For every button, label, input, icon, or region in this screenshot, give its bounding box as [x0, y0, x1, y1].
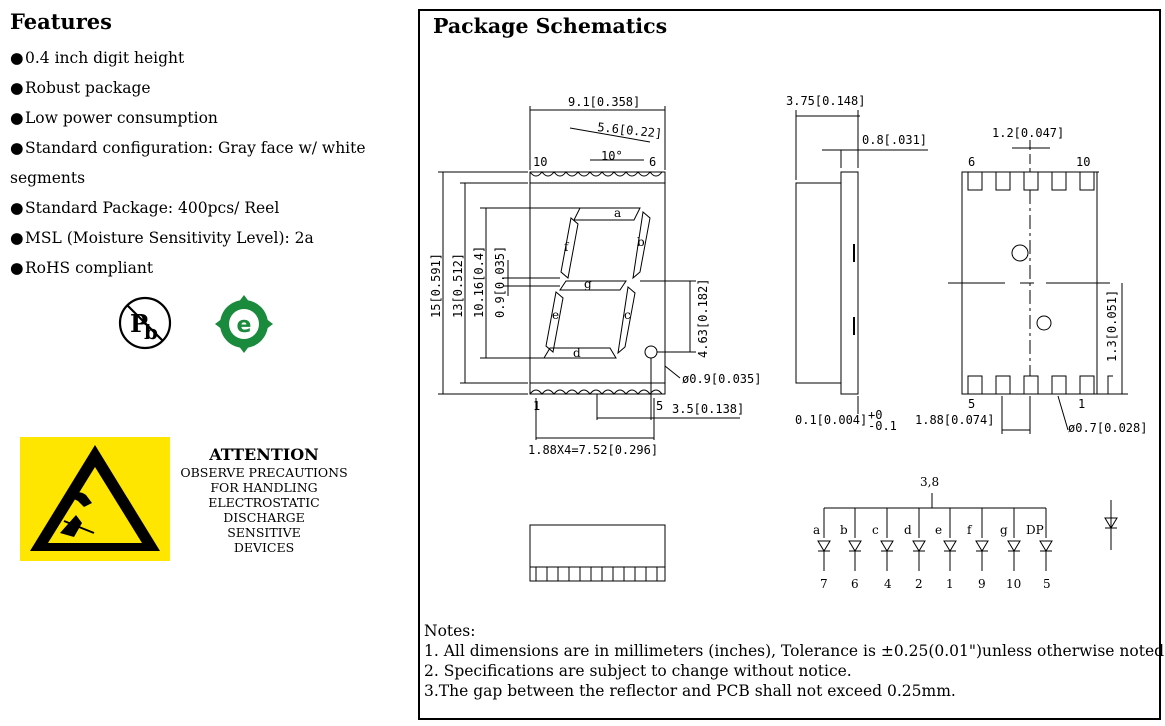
dim-height-body: 13[0.512]: [451, 253, 465, 318]
front-view: [438, 106, 740, 440]
segment-label: d: [573, 346, 581, 360]
segment-label: e: [552, 308, 559, 322]
dim-dp-dia: ø0.9[0.035]: [682, 372, 761, 386]
dim-angle: 10°: [601, 149, 623, 163]
feature-item: ●Low power consumption: [10, 109, 218, 127]
dim-width: 9.1[0.358]: [568, 95, 640, 109]
features-list: ●0.4 inch digit height ●Robust package ●…: [10, 43, 400, 283]
dim-pitch: 1.88[0.074]: [915, 413, 994, 427]
attention-notice: ATTENTION OBSERVE PRECAUTIONS FOR HANDLI…: [178, 445, 350, 555]
dim-standoff: 0.1[0.004]: [795, 413, 867, 427]
feature-item: ●RoHS compliant: [10, 259, 154, 277]
circuit-pin: 4: [884, 577, 892, 591]
feature-item: ●MSL (Moisture Sensitivity Level): 2a: [10, 229, 314, 247]
circuit-diagram: [817, 493, 1118, 571]
back-pin-label: 10: [1076, 155, 1090, 169]
svg-text:P: P: [130, 309, 148, 338]
dim-depth: 3.75[0.148]: [786, 94, 865, 108]
attention-title: ATTENTION: [209, 445, 319, 464]
circuit-anode: c: [872, 523, 879, 537]
feature-item-continued: segments: [10, 169, 86, 187]
circuit-pin: 5: [1043, 577, 1051, 591]
segment-label: c: [624, 308, 631, 322]
package-schematics-panel: [418, 9, 1161, 720]
circuit-anode: e: [935, 523, 942, 537]
circuit-pin: 6: [851, 577, 859, 591]
back-pin-label: 1: [1078, 397, 1085, 411]
attention-line: SENSITIVE: [227, 525, 301, 540]
package-schematics-title: Package Schematics: [433, 14, 668, 38]
attention-line: OBSERVE PRECAUTIONS: [180, 465, 348, 480]
segment-label: b: [637, 235, 645, 249]
circuit-anode: d: [904, 523, 912, 537]
circuit-anode: f: [967, 523, 973, 537]
feature-item: ●Robust package: [10, 79, 151, 97]
circuit-pin: 1: [946, 577, 954, 591]
circuit-anode: b: [840, 523, 848, 537]
circuit-anode: a: [813, 523, 820, 537]
dim-pad: 1.2[0.047]: [992, 126, 1064, 140]
front-pin-label: 1: [533, 399, 540, 413]
segment-label: g: [584, 277, 592, 291]
back-view: [948, 140, 1128, 434]
dim-height-total: 15[0.591]: [429, 253, 443, 318]
dim-slant: 5.6[0.22]: [597, 120, 663, 141]
dim-digit-height: 10.16[0.4]: [472, 246, 486, 318]
dim-dp-x: 3.5[0.138]: [672, 402, 744, 416]
front-pin-label: 5: [656, 399, 663, 413]
front-pin-label: 6: [649, 155, 656, 169]
front-pin-label: 10: [533, 155, 547, 169]
dim-lead: 0.8[.031]: [862, 133, 927, 147]
circuit-pin: 9: [978, 577, 986, 591]
dim-hole: ø0.7[0.028]: [1068, 421, 1147, 435]
pb-free-icon: P b: [118, 296, 172, 350]
features-title: Features: [10, 9, 112, 34]
attention-line: DEVICES: [233, 540, 295, 555]
svg-text:e: e: [237, 313, 252, 338]
feature-item: ●Standard Package: 400pcs/ Reel: [10, 199, 280, 217]
circuit-pin: 2: [915, 577, 923, 591]
note-line: 1. All dimensions are in millimeters (in…: [424, 642, 1165, 660]
bottom-view: [529, 524, 666, 582]
notes: Notes: 1. All dimensions are in millimet…: [424, 621, 1165, 701]
attention-line: FOR HANDLING: [210, 480, 318, 495]
feature-item: ●Standard configuration: Gray face w/ wh…: [10, 139, 366, 157]
circuit-pin: 10: [1006, 577, 1021, 591]
dim-offset: 1.3[0.051]: [1105, 290, 1119, 362]
segment-label: f: [564, 240, 570, 254]
dim-dp-offset: 4.63[0.182]: [696, 279, 710, 358]
attention-line: DISCHARGE: [223, 510, 305, 525]
dim-pin-pitch: 1.88X4=7.52[0.296]: [528, 443, 658, 457]
circuit-anode: DP: [1026, 523, 1044, 537]
note-line: 2. Specifications are subject to change …: [424, 662, 852, 680]
feature-item: ●0.4 inch digit height: [10, 49, 185, 67]
back-pin-label: 6: [968, 155, 975, 169]
notes-heading: Notes:: [424, 622, 476, 640]
back-pin-label: 5: [968, 397, 975, 411]
circuit-anode: g: [1000, 523, 1008, 537]
dim-seg-width: 0.9[0.035]: [493, 246, 507, 318]
side-view: [795, 110, 928, 414]
esd-warning-icon: [20, 437, 170, 561]
dim-tol-minus: -0.1: [868, 419, 897, 433]
dim-tol-plus: +0: [868, 408, 882, 422]
circuit-pin: 7: [820, 577, 828, 591]
note-line: 3.The gap between the reflector and PCB …: [424, 682, 956, 700]
segment-label: a: [614, 206, 621, 220]
circuit-common: 3,8: [920, 475, 939, 489]
eco-recycle-icon: e: [215, 295, 273, 353]
attention-line: ELECTROSTATIC: [208, 495, 320, 510]
